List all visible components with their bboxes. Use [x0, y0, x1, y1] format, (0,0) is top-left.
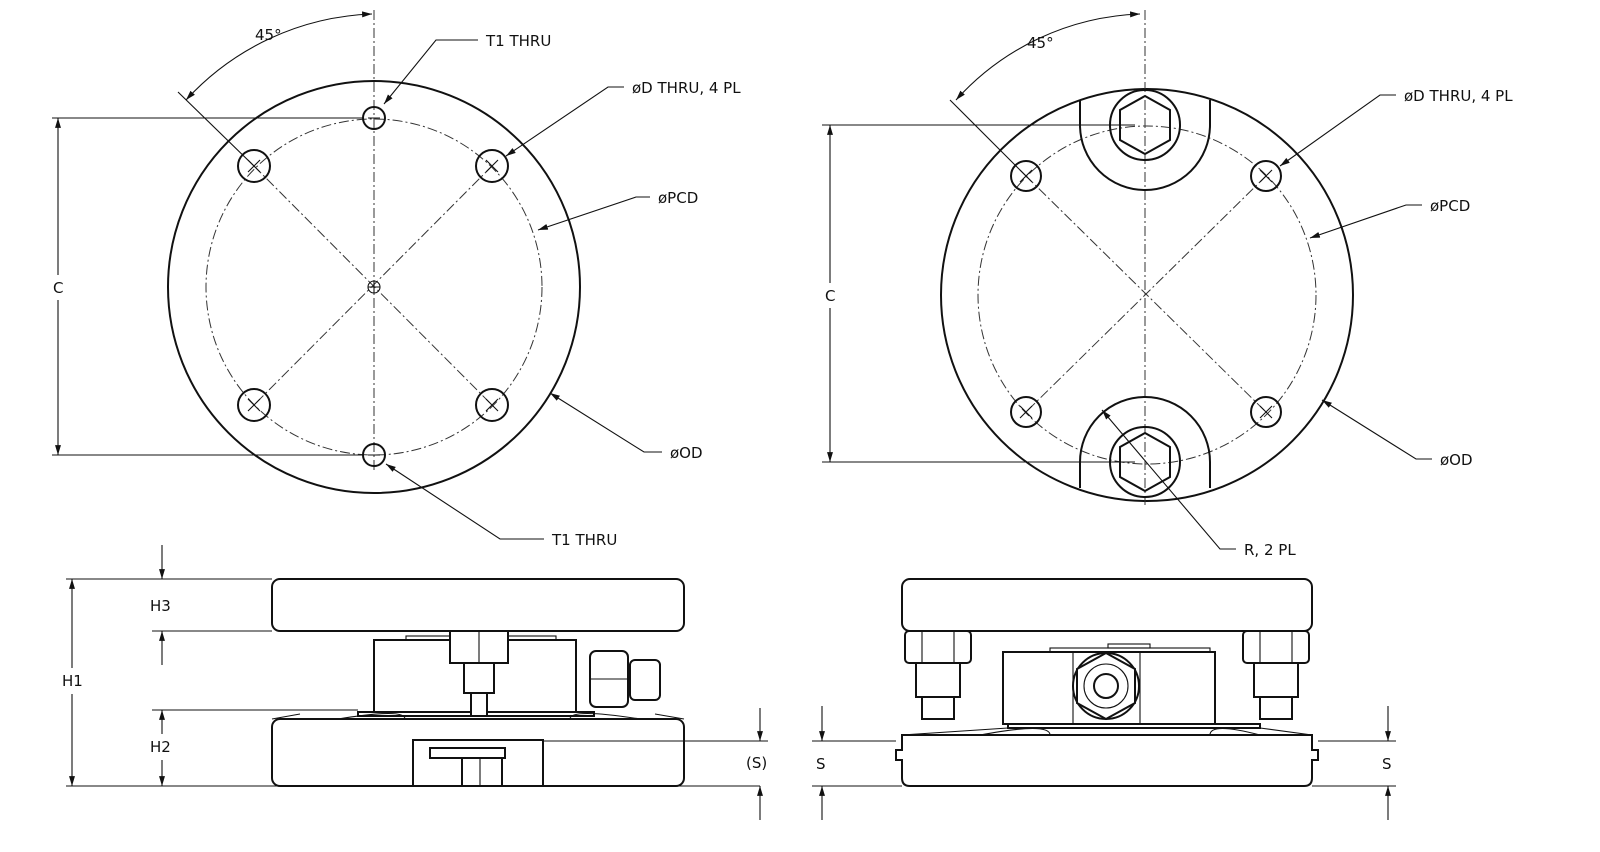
pcd-label: øPCD [1430, 197, 1470, 215]
mounting-holes [1010, 160, 1282, 428]
h3-label: H3 [150, 597, 171, 615]
leveling-foot-right [1242, 630, 1310, 720]
top-plate [271, 578, 685, 632]
leveling-foot-left [904, 630, 972, 720]
angle-label: 45° [255, 26, 282, 44]
od-label: øOD [670, 444, 703, 462]
dim-c-label: C [825, 287, 835, 305]
pcd-circle [977, 125, 1317, 465]
pcd-circle [205, 118, 543, 456]
radius-label: R, 2 PL [1244, 541, 1296, 559]
outer-circle [167, 80, 581, 494]
hole-label: øD THRU, 4 PL [632, 79, 741, 97]
angle-label: 45° [1027, 34, 1054, 52]
s-right-label: S [1382, 755, 1392, 773]
od-label: øOD [1440, 451, 1473, 469]
hole-label: øD THRU, 4 PL [1404, 87, 1513, 105]
s-label: (S) [746, 754, 767, 772]
h1-label: H1 [62, 672, 83, 690]
dim-c-label: C [53, 279, 63, 297]
s-left-label: S [816, 755, 826, 773]
t1-bottom-label: T1 THRU [551, 531, 617, 549]
top-plate [901, 578, 1313, 632]
h2-label: H2 [150, 738, 171, 756]
outer-circle [940, 88, 1354, 502]
base-plate [895, 734, 1319, 787]
left-side-view: H1 H3 H2 (S) [62, 545, 768, 820]
pcd-label: øPCD [658, 189, 698, 207]
left-top-view: 45° T1 THRU øD THRU, 4 PL øPCD øOD T1 TH… [52, 10, 741, 549]
cable-connector [1072, 651, 1140, 721]
t1-top-label: T1 THRU [485, 32, 551, 50]
right-top-view: 45° øD THRU, 4 PL øPCD øOD R, 2 PL C [822, 10, 1513, 559]
right-side-view: S S [812, 578, 1396, 820]
